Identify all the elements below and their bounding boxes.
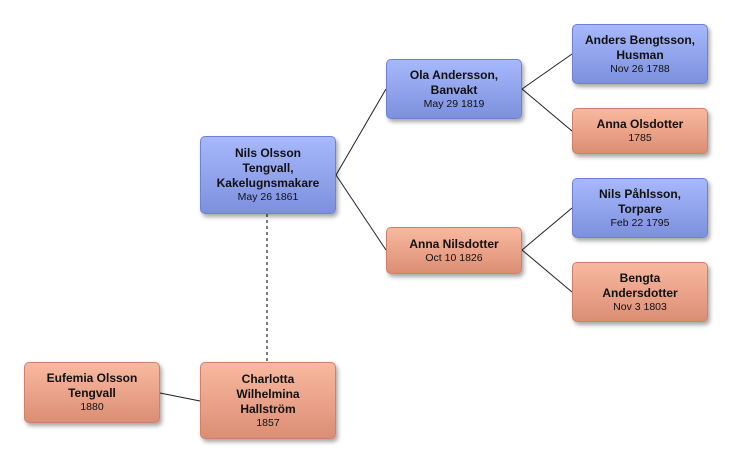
line-anna-to-bengta xyxy=(521,249,573,293)
person-name: Kakelugnsmakare xyxy=(216,176,320,190)
person-name: Banvakt xyxy=(430,82,478,97)
person-card-ola-andersson[interactable]: Ola Andersson, Banvakt May 29 1819 xyxy=(386,59,522,119)
person-name: Eufemia Olsson xyxy=(46,371,138,385)
person-date: 1785 xyxy=(628,132,652,144)
line-nils-to-anna-nilsdotter xyxy=(335,174,387,251)
person-name: Nils Påhlsson, xyxy=(598,186,682,201)
person-card-charlotta-hallstrom[interactable]: Charlotta Wilhelmina Hallström 1857 xyxy=(200,362,336,439)
person-name: Anders Bengtsson, xyxy=(584,32,695,47)
person-name: Ola Andersson, xyxy=(409,67,499,82)
person-date: 1857 xyxy=(256,416,280,429)
person-date: Nov 26 1788 xyxy=(610,62,670,75)
line-eufemia-to-charlotta xyxy=(159,392,201,402)
person-card-anna-nilsdotter[interactable]: Anna Nilsdotter Oct 10 1826 xyxy=(386,227,522,274)
person-date: Nov 3 1803 xyxy=(613,300,667,313)
person-name: Wilhelmina xyxy=(236,386,300,401)
person-name: Bengta xyxy=(619,270,661,285)
person-name: Husman xyxy=(616,47,664,62)
person-card-anders-bengtsson[interactable]: Anders Bengtsson, Husman Nov 26 1788 xyxy=(572,24,708,84)
person-name: Tengvall xyxy=(68,386,116,400)
person-name: Tengvall, xyxy=(242,161,294,175)
person-date: 1880 xyxy=(80,401,104,413)
person-date: Oct 10 1826 xyxy=(425,251,483,264)
person-name: Nils Olsson xyxy=(234,146,302,160)
line-ola-to-anna-olsdotter xyxy=(521,88,573,132)
person-card-eufemia-olsson-tengvall[interactable]: Eufemia Olsson Tengvall 1880 xyxy=(24,362,160,423)
line-nils-to-ola xyxy=(335,88,387,176)
person-name: Anna Nilsdotter xyxy=(409,236,499,251)
person-card-anna-olsdotter[interactable]: Anna Olsdotter 1785 xyxy=(572,108,708,154)
person-card-bengta-andersdotter[interactable]: Bengta Andersdotter Nov 3 1803 xyxy=(572,262,708,322)
line-ola-to-anders xyxy=(521,53,573,90)
person-date: Feb 22 1795 xyxy=(610,216,670,229)
person-name: Torpare xyxy=(618,201,662,216)
person-name: Charlotta xyxy=(241,371,295,386)
person-name: Anna Olsdotter xyxy=(596,117,684,131)
person-name: Andersdotter xyxy=(602,285,678,300)
person-card-nils-pahlsson[interactable]: Nils Påhlsson, Torpare Feb 22 1795 xyxy=(572,178,708,238)
person-date: May 26 1861 xyxy=(237,191,299,203)
person-name: Hallström xyxy=(240,401,296,416)
person-card-nils-olsson-tengvall[interactable]: Nils Olsson Tengvall, Kakelugnsmakare Ma… xyxy=(200,136,336,214)
person-date: May 29 1819 xyxy=(423,97,485,110)
line-anna-to-nils-pahlsson xyxy=(521,207,573,251)
